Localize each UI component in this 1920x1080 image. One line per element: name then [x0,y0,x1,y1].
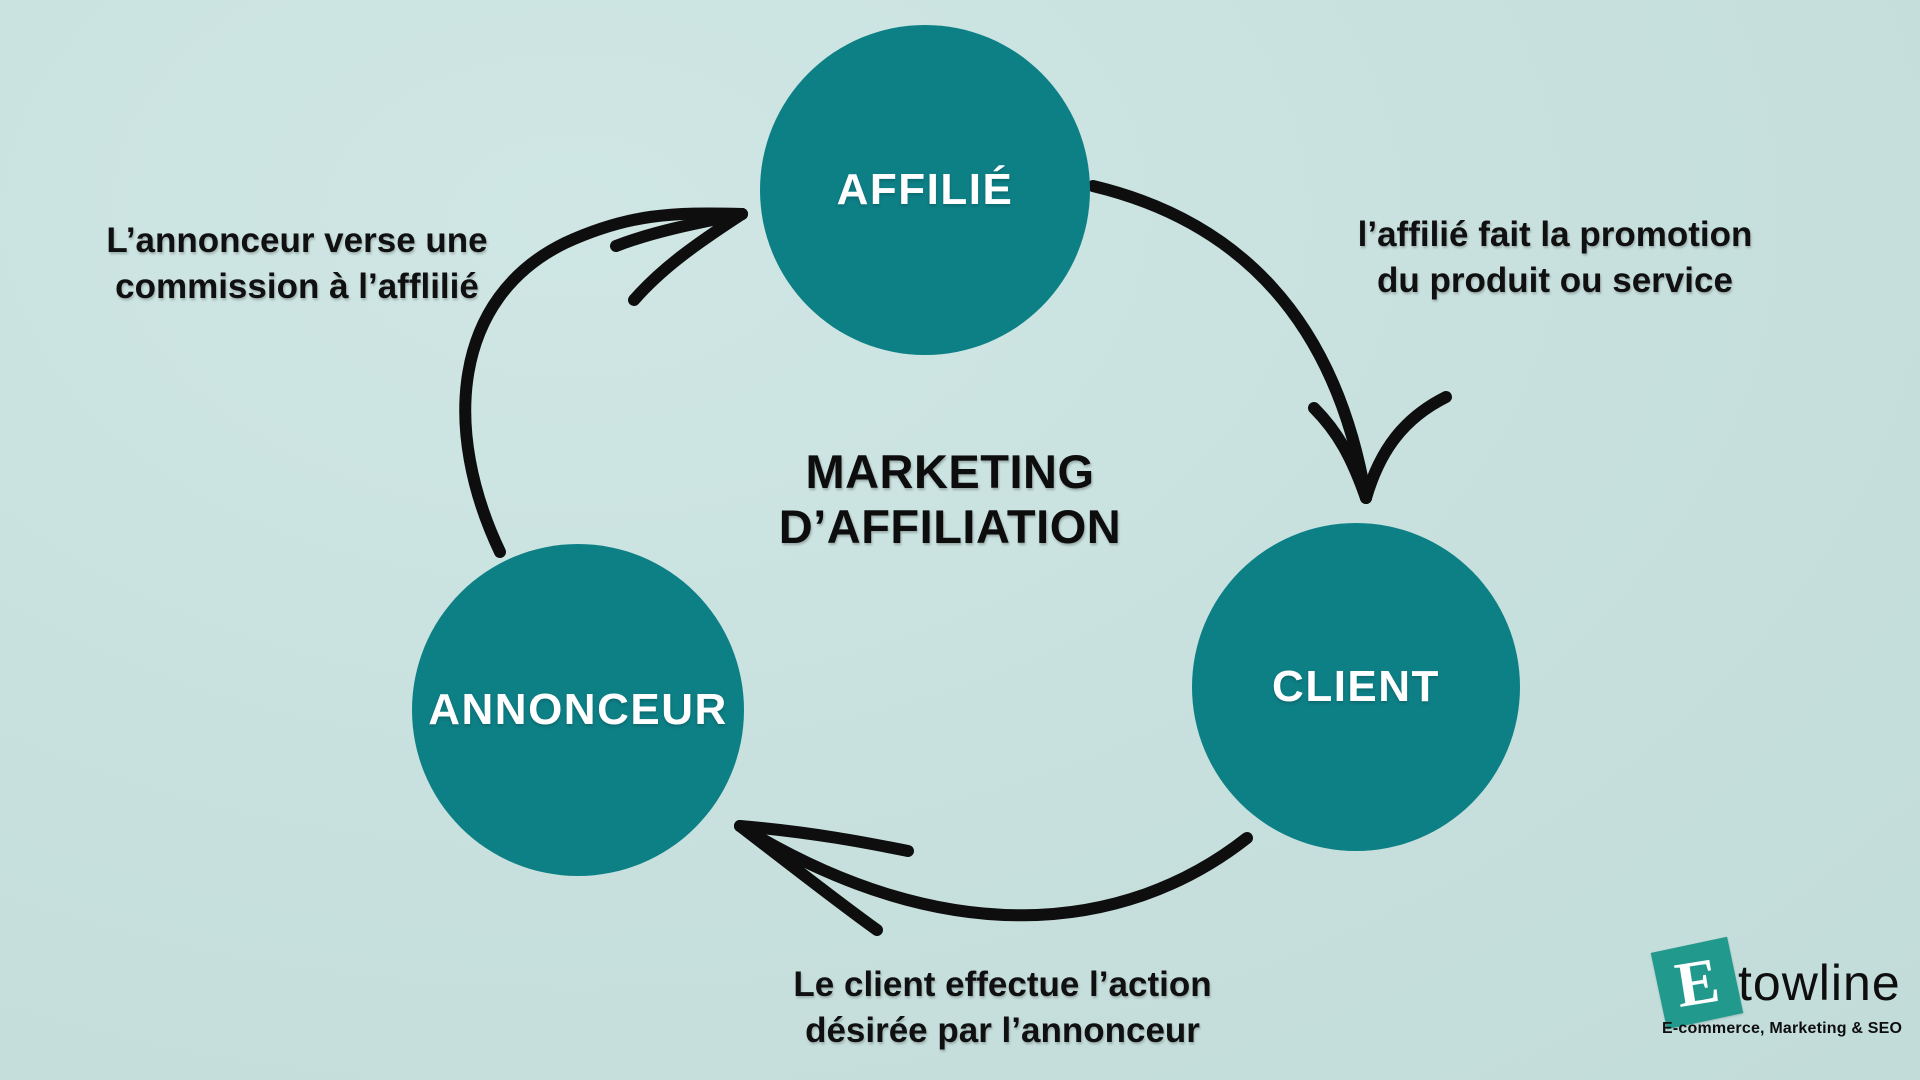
diagram-title-line1: MARKETING [805,445,1095,498]
etowline-logo-tagline: E-commerce, Marketing & SEO [1662,1020,1903,1037]
diagram-title-line2: D’AFFILIATION [778,500,1122,554]
annotation-action-line2: désirée par l’annonceur [805,1011,1200,1051]
annotation-promotion-line2: du produit ou service [1377,261,1733,301]
annotation-commission-line2: commission à l’afflilié [115,267,479,307]
annotation-action: Le client effectue l’action désirée par … [770,962,1235,1054]
annotation-promotion-line1: l’affilié fait la promotion [1357,215,1753,254]
annotation-promotion: l’affilié fait la promotion du produit o… [1330,212,1780,304]
etowline-logo-name: towline [1738,955,1901,1011]
etowline-logo-mark-icon: E [1650,936,1744,1030]
node-annonceur-label: ANNONCEUR [428,685,728,734]
node-annonceur: ANNONCEUR [412,544,744,876]
etowline-logo-letter: E [1670,944,1724,1021]
diagram-title: MARKETING D’AFFILIATION [700,444,1200,555]
etowline-logo: E towline E-commerce, Marketing & SEO [1650,936,1903,1056]
arrow-client-to-annonceur-icon [734,820,1253,936]
node-client-label: CLIENT [1272,662,1440,711]
annotation-action-line1: Le client effectue l’action [793,965,1212,1004]
annotation-commission: L’annonceur verse une commission à l’aff… [62,218,532,310]
node-client: CLIENT [1192,523,1520,851]
node-affilie: AFFILIÉ [760,25,1090,355]
annotation-commission-line1: L’annonceur verse une [106,221,488,260]
node-affilie-label: AFFILIÉ [836,165,1014,214]
